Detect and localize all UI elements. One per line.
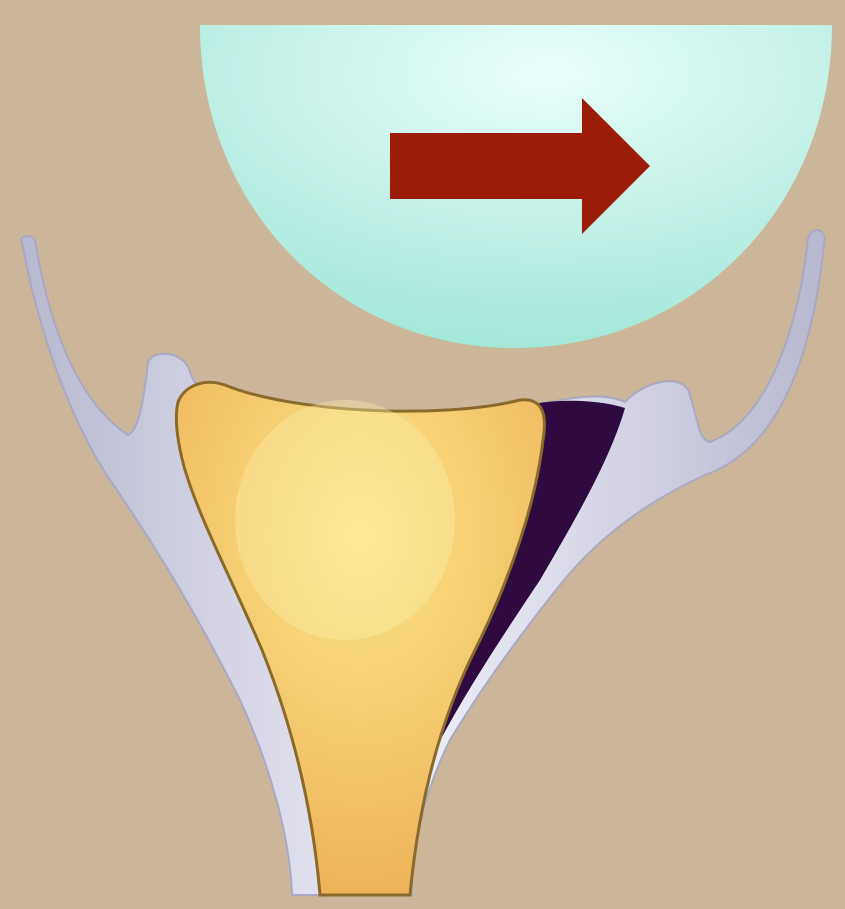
core-highlight [235,400,455,640]
